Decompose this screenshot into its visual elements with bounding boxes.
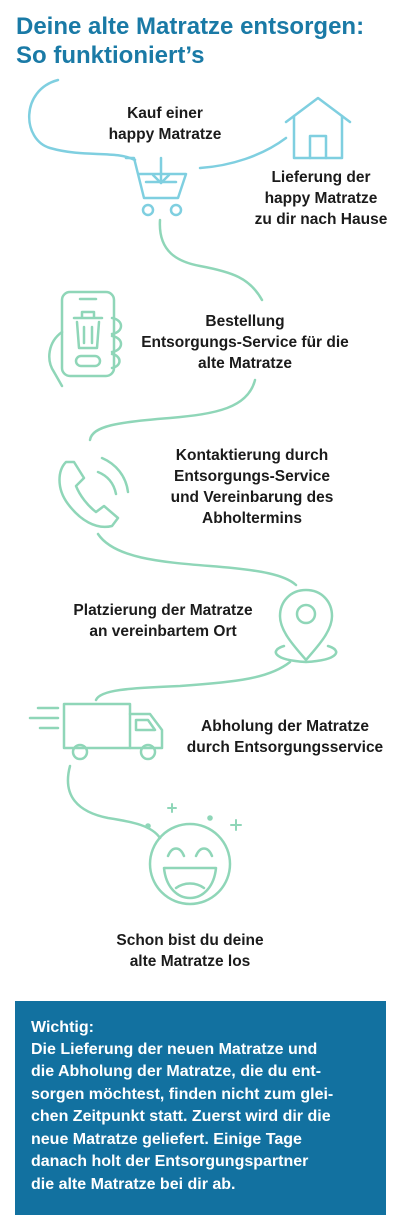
flow-line-start <box>28 78 137 162</box>
phone-trash-icon <box>48 290 123 388</box>
smiley-icon <box>148 822 232 906</box>
sparkle-icon <box>145 803 242 831</box>
step-abholung: Abholung der Matratze durch Entsorgungss… <box>186 718 384 756</box>
step-lieferung: Lieferung der happy Matratze zu dir nach… <box>254 169 388 228</box>
step-bestellung: Bestellung Entsorgungs-Service für die a… <box>141 313 349 372</box>
page-title: Deine alte Matratze entsorgen: So funkti… <box>16 12 386 70</box>
note-heading: Wichtig: <box>31 1019 94 1036</box>
flow-line-order-to-call <box>88 378 257 442</box>
step-kauf: Kauf einer happy Matratze <box>108 105 222 143</box>
delivery-truck-icon <box>28 702 164 761</box>
step-kontaktierung: Kontaktierung durch Entsorgungs-Service … <box>170 447 334 527</box>
flow-line-cart-to-order <box>158 218 264 302</box>
title-line-2: So funktioniert’s <box>16 42 205 69</box>
important-note-box: Wichtig: Die Lieferung der neuen Matratz… <box>15 1001 386 1215</box>
shopping-cart-icon <box>124 156 188 217</box>
step-platzierung: Platzierung der Matratze an vereinbartem… <box>73 602 253 640</box>
phone-call-icon <box>58 456 130 529</box>
house-icon <box>284 96 352 160</box>
flow-line-pin-to-truck <box>94 660 292 702</box>
location-pin-icon <box>274 588 338 664</box>
flow-line-call-to-pin <box>96 532 298 587</box>
title-line-1: Deine alte Matratze entsorgen: <box>16 13 365 40</box>
process-flow-diagram <box>28 78 352 906</box>
flow-line-house <box>198 136 288 170</box>
step-fertig: Schon bist du deine alte Matratze los <box>116 932 264 970</box>
note-body: Die Lieferung der neuen Matratze und die… <box>31 1040 334 1193</box>
